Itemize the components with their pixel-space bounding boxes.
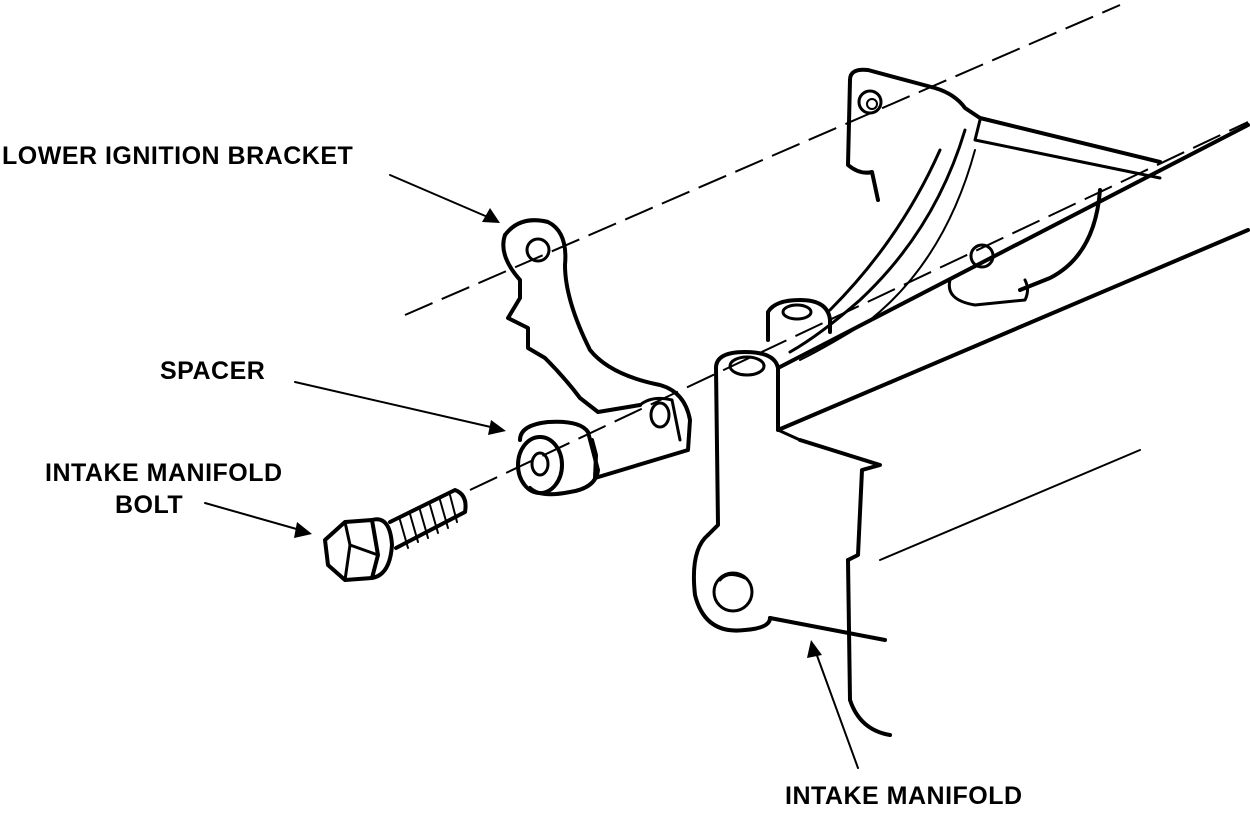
intake-manifold-bolt-label-line1: INTAKE MANIFOLD	[45, 459, 283, 487]
bracket-outline-right	[503, 218, 692, 480]
alignment-lines	[404, 4, 1249, 491]
spacer-part	[516, 419, 600, 497]
manifold-runner-top	[714, 123, 1250, 370]
manifold-left-edge	[706, 366, 720, 537]
manifold-arrowhead	[807, 640, 822, 658]
leader-arrows	[204, 174, 859, 769]
spacer-label: SPACER	[160, 357, 266, 385]
manifold-runner-lower	[846, 558, 892, 737]
intake-manifold-label: INTAKE MANIFOLD	[785, 782, 1023, 810]
bolt-shank	[388, 488, 468, 550]
manifold-step-edge	[776, 428, 802, 442]
manifold-rib-inner	[828, 148, 942, 312]
manifold-right-boss	[947, 278, 1029, 307]
manifold-top-edge	[848, 67, 1162, 164]
manifold-upper-bolt-hole	[857, 89, 883, 115]
bracket-outline-left	[501, 233, 642, 414]
spacer-leader-line	[294, 381, 496, 429]
bolt-hex-edge-1	[343, 520, 352, 582]
manifold-flange-left	[846, 78, 880, 202]
upper-alignment-line	[404, 4, 1121, 316]
bracket-upper-hole	[525, 237, 551, 263]
bolt-hex-head	[323, 518, 380, 582]
manifold-flange-lower-edge	[973, 118, 1162, 180]
manifold-rib-shadow	[799, 149, 976, 361]
manifold-leader-line	[814, 649, 859, 769]
manifold-small-boss	[766, 298, 832, 342]
manifold-body-curve	[1018, 188, 1102, 292]
manifold-lower-edge	[768, 616, 887, 642]
bolt-leader-line	[204, 502, 301, 531]
bracket-leader-line	[389, 174, 491, 219]
intake-manifold-bolt-part	[323, 488, 468, 582]
lower-alignment-line	[469, 121, 1249, 491]
intake-manifold-bolt-label-line2: BOLT	[115, 491, 184, 519]
spacer-arrowhead	[488, 420, 506, 435]
bracket-arrowhead	[482, 208, 500, 223]
spacer-end-face	[516, 435, 564, 495]
bracket-lower-tab	[638, 396, 682, 442]
manifold-upper-bolt-hole-inner	[866, 98, 878, 110]
manifold-inner-step	[798, 438, 882, 562]
bolt-hex-edge-2	[348, 543, 380, 557]
manifold-rib-outer	[788, 128, 967, 354]
intake-manifold-part	[691, 67, 1250, 737]
lower-ignition-bracket-label: LOWER IGNITION BRACKET	[2, 142, 354, 170]
bolt-arrowhead	[294, 522, 312, 538]
manifold-small-boss-hole	[781, 303, 813, 321]
bracket-lower-hole	[649, 401, 671, 429]
spacer-bore	[530, 451, 550, 477]
manifold-runner-shade	[879, 449, 1141, 561]
bolt-flange	[370, 517, 394, 580]
manifold-lower-ear	[691, 533, 772, 633]
bolt-threads	[399, 494, 458, 549]
manifold-lower-ear-hole-depth	[718, 573, 747, 582]
spacer-body	[518, 419, 600, 497]
manifold-boss-hole	[728, 355, 766, 377]
lower-ignition-bracket-part	[501, 218, 692, 480]
